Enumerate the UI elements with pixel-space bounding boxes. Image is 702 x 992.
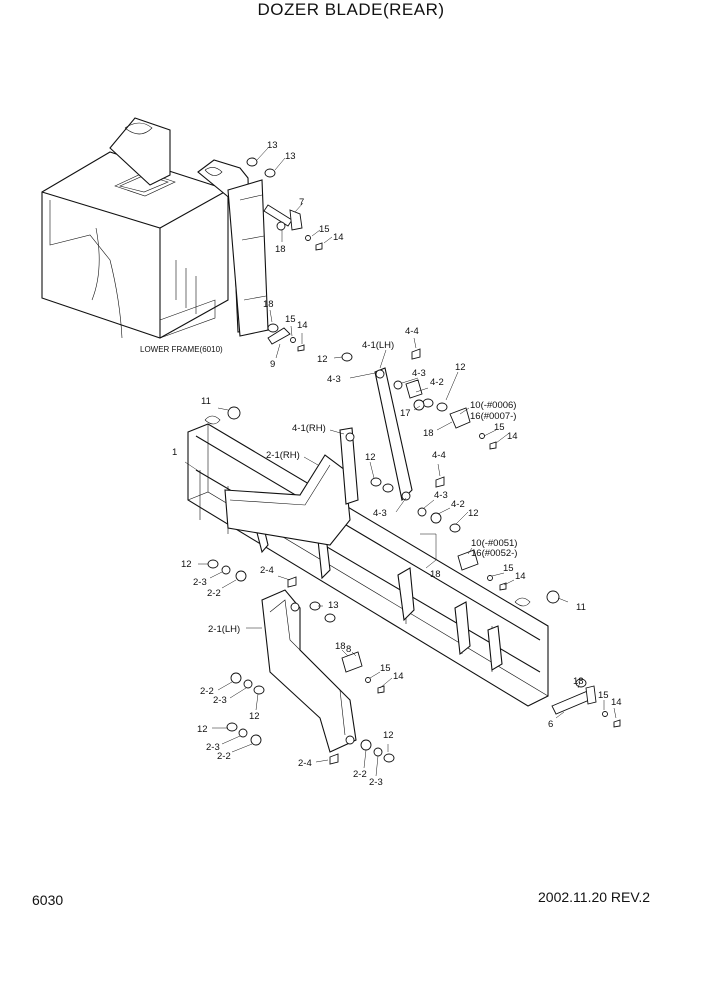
arm-rh-drawing xyxy=(224,427,359,546)
callout-label: 12 xyxy=(197,724,208,735)
callout-label: 11 xyxy=(576,602,586,613)
callout-label: 14 xyxy=(393,671,404,682)
callout-label: 6 xyxy=(548,719,553,730)
callout-label: 11 xyxy=(201,396,211,407)
callout-labels: 13 13 7 15 14 18 18 15 14 9 4-4 4-1(LH) … xyxy=(172,140,622,788)
callout-label: 2-3 xyxy=(369,777,383,788)
callout-label: 10(-#0006) xyxy=(470,400,516,411)
callout-label: 14 xyxy=(507,431,518,442)
callout-label: 10(-#0051) xyxy=(471,538,517,549)
page-title: DOZER BLADE(REAR) xyxy=(257,0,445,19)
callout-label: 2-2 xyxy=(207,588,221,599)
callout-label: 4-1(LH) xyxy=(362,340,394,351)
callout-label: 2-3 xyxy=(193,577,207,588)
link-4-1-lh-drawing xyxy=(374,367,413,502)
callout-label: 2-1(LH) xyxy=(208,624,240,635)
callout-label: 2-1(RH) xyxy=(266,450,300,461)
callout-label: 2-2 xyxy=(217,751,231,762)
callout-label: 18 xyxy=(423,428,434,439)
callout-label: 18 xyxy=(335,641,346,652)
callout-label: 2-3 xyxy=(206,742,220,753)
callout-label: 8 xyxy=(346,644,351,655)
callout-label: 18 xyxy=(430,569,441,580)
callout-label: 15 xyxy=(380,663,391,674)
callout-label: 15 xyxy=(319,224,330,235)
callout-label: 14 xyxy=(333,232,344,243)
callout-label: 14 xyxy=(515,571,526,582)
lower-frame-label: LOWER FRAME(6010) xyxy=(140,345,223,354)
callout-label: 4-4 xyxy=(432,450,446,461)
callout-label: 2-2 xyxy=(200,686,214,697)
callout-label: 12 xyxy=(181,559,192,570)
callout-label: 13 xyxy=(285,151,296,162)
callout-label: 9 xyxy=(270,359,275,370)
callout-label: 15 xyxy=(503,563,514,574)
callout-label: 4-3 xyxy=(434,490,448,501)
callout-label: 2-4 xyxy=(260,565,274,576)
callout-label: 15 xyxy=(494,422,505,433)
page-number: 6030 xyxy=(32,892,64,908)
callout-label: 18 xyxy=(573,676,584,687)
callout-label: 4-4 xyxy=(405,326,419,337)
callout-label: 1 xyxy=(172,447,177,458)
callout-label: 4-1(RH) xyxy=(292,423,326,434)
callout-label: 2-3 xyxy=(213,695,227,706)
callout-label: 2-4 xyxy=(298,758,312,769)
callout-label: 12 xyxy=(365,452,376,463)
arm-lh-drawing xyxy=(261,589,357,753)
callout-label: 14 xyxy=(611,697,622,708)
lower-frame-drawing xyxy=(41,117,269,339)
callout-label: 4-3 xyxy=(327,374,341,385)
leader-lines xyxy=(184,147,617,777)
callout-label: 18 xyxy=(275,244,286,255)
callout-label: 4-3 xyxy=(412,368,426,379)
callout-label: 15 xyxy=(598,690,609,701)
callout-label: 12 xyxy=(249,711,260,722)
callout-label: 2-2 xyxy=(353,769,367,780)
callout-label: 15 xyxy=(285,314,296,325)
callout-label: 4-2 xyxy=(451,499,465,510)
callout-label: 18 xyxy=(263,299,274,310)
callout-label: 14 xyxy=(297,320,308,331)
hardware-parts xyxy=(207,157,621,765)
revision-date: 2002.11.20 REV.2 xyxy=(538,889,651,905)
callout-label: 16(#0007-) xyxy=(470,411,516,422)
callout-label: 13 xyxy=(328,600,339,611)
callout-label: 7 xyxy=(299,197,304,208)
callout-label: 12 xyxy=(455,362,466,373)
callout-label: 17 xyxy=(400,408,411,419)
callout-label: 13 xyxy=(267,140,278,151)
callout-label: 12 xyxy=(468,508,479,519)
callout-label: 12 xyxy=(317,354,328,365)
callout-label: 4-3 xyxy=(373,508,387,519)
callout-label: 12 xyxy=(383,730,394,741)
callout-label: 16(#0052-) xyxy=(471,548,517,559)
callout-label: 4-2 xyxy=(430,377,444,388)
